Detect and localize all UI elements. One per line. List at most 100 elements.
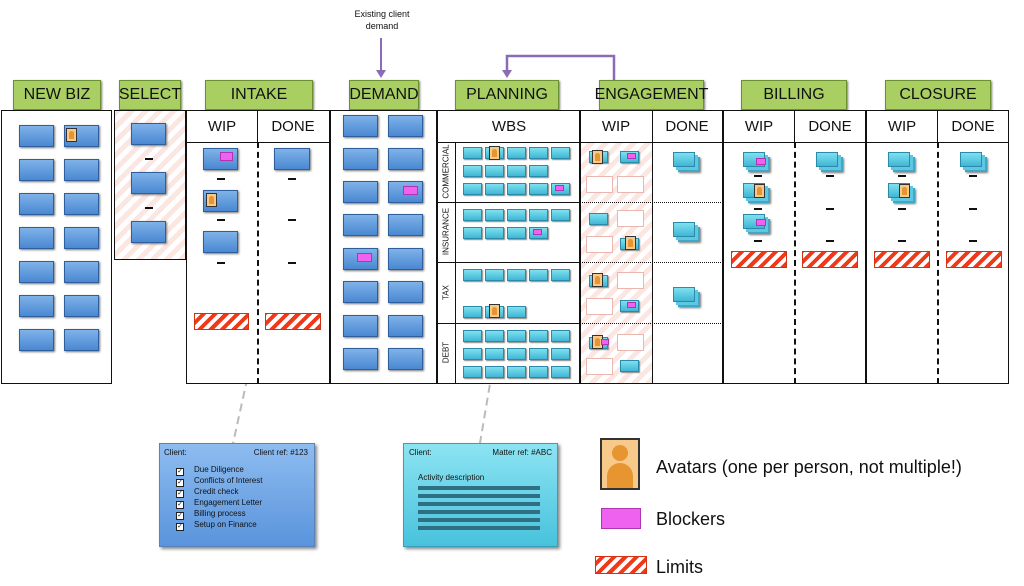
task-card[interactable] — [463, 227, 482, 239]
work-card[interactable] — [19, 193, 54, 215]
task-card[interactable] — [507, 366, 526, 378]
header-new-biz: NEW BIZ — [13, 80, 101, 110]
work-card[interactable] — [131, 123, 166, 145]
work-card[interactable] — [19, 295, 54, 317]
work-card[interactable] — [203, 231, 238, 253]
existing-client-demand-note: Existing client demand — [354, 9, 410, 31]
task-card[interactable] — [507, 227, 526, 239]
work-card[interactable] — [64, 227, 99, 249]
work-card[interactable] — [64, 295, 99, 317]
work-card[interactable] — [388, 315, 423, 337]
work-card[interactable] — [388, 348, 423, 370]
task-card[interactable] — [551, 366, 570, 378]
work-card[interactable] — [343, 214, 378, 236]
task-card[interactable] — [463, 209, 482, 221]
task-card[interactable] — [463, 306, 482, 318]
task-card[interactable] — [507, 165, 526, 177]
task-card[interactable] — [485, 348, 504, 360]
task-card[interactable] — [485, 366, 504, 378]
task-card[interactable] — [507, 348, 526, 360]
work-card[interactable] — [131, 172, 166, 194]
work-card[interactable] — [19, 261, 54, 283]
work-card[interactable] — [388, 281, 423, 303]
task-card[interactable] — [463, 366, 482, 378]
task-card[interactable] — [485, 165, 504, 177]
work-card[interactable] — [343, 115, 378, 137]
task-card[interactable] — [507, 147, 526, 159]
done-stack[interactable] — [673, 287, 695, 302]
task-card[interactable] — [551, 348, 570, 360]
task-card[interactable] — [529, 366, 548, 378]
work-card[interactable] — [343, 348, 378, 370]
task-card[interactable] — [507, 306, 526, 318]
task-card[interactable] — [463, 165, 482, 177]
work-card[interactable] — [19, 329, 54, 351]
work-card[interactable] — [64, 193, 99, 215]
task-card[interactable] — [551, 269, 570, 281]
work-card[interactable] — [388, 248, 423, 270]
task-card[interactable] — [485, 227, 504, 239]
done-stack[interactable] — [673, 152, 695, 167]
task-card[interactable] — [463, 330, 482, 342]
work-card[interactable] — [274, 148, 310, 170]
work-card[interactable] — [343, 148, 378, 170]
task-card[interactable] — [507, 183, 526, 195]
task-card[interactable] — [529, 330, 548, 342]
work-card[interactable] — [343, 281, 378, 303]
task-card[interactable] — [463, 147, 482, 159]
task-card[interactable] — [529, 165, 548, 177]
done-stack[interactable] — [888, 152, 910, 167]
work-card[interactable] — [343, 181, 378, 203]
work-card[interactable] — [388, 115, 423, 137]
slot-dash — [288, 262, 296, 264]
avatar-body — [607, 463, 633, 488]
empty-slot — [617, 210, 644, 227]
task-card[interactable] — [485, 183, 504, 195]
work-card[interactable] — [388, 148, 423, 170]
task-card[interactable] — [463, 183, 482, 195]
planning-row-divider — [437, 262, 580, 263]
task-card[interactable] — [529, 183, 548, 195]
text-line — [418, 526, 540, 530]
task-card[interactable] — [463, 348, 482, 360]
done-stack[interactable] — [960, 152, 982, 167]
task-card[interactable] — [529, 269, 548, 281]
task-card[interactable] — [551, 209, 570, 221]
work-card[interactable] — [64, 261, 99, 283]
task-card[interactable] — [551, 330, 570, 342]
task-card[interactable] — [529, 348, 548, 360]
header-select: SELECT — [119, 80, 181, 110]
work-card[interactable] — [19, 227, 54, 249]
work-card[interactable] — [388, 214, 423, 236]
avatar-head — [612, 445, 628, 461]
header-demand: DEMAND — [349, 80, 419, 110]
row-label-commercial: COMMERCIAL — [441, 144, 451, 199]
work-card[interactable] — [19, 159, 54, 181]
task-card[interactable] — [463, 269, 482, 281]
work-card[interactable] — [64, 329, 99, 351]
done-stack[interactable] — [673, 222, 695, 237]
task-card[interactable] — [485, 209, 504, 221]
work-card[interactable] — [64, 159, 99, 181]
text-line — [418, 486, 540, 490]
task-card[interactable] — [507, 330, 526, 342]
empty-slot — [617, 272, 644, 289]
empty-slot — [586, 176, 613, 193]
task-card[interactable] — [485, 269, 504, 281]
task-card[interactable] — [507, 269, 526, 281]
slot-dash — [754, 175, 762, 177]
work-card[interactable] — [343, 315, 378, 337]
task-card[interactable] — [529, 209, 548, 221]
task-card[interactable] — [529, 147, 548, 159]
task-card[interactable] — [551, 147, 570, 159]
task-card[interactable] — [507, 209, 526, 221]
done-stack[interactable] — [816, 152, 838, 167]
checklist-item: ✓Due Diligence — [176, 465, 244, 476]
task-card[interactable] — [620, 360, 639, 372]
limit-icon — [731, 251, 787, 268]
work-card[interactable] — [131, 221, 166, 243]
work-card[interactable] — [19, 125, 54, 147]
task-card[interactable] — [485, 330, 504, 342]
task-card[interactable] — [589, 213, 608, 225]
slot-dash — [969, 208, 977, 210]
